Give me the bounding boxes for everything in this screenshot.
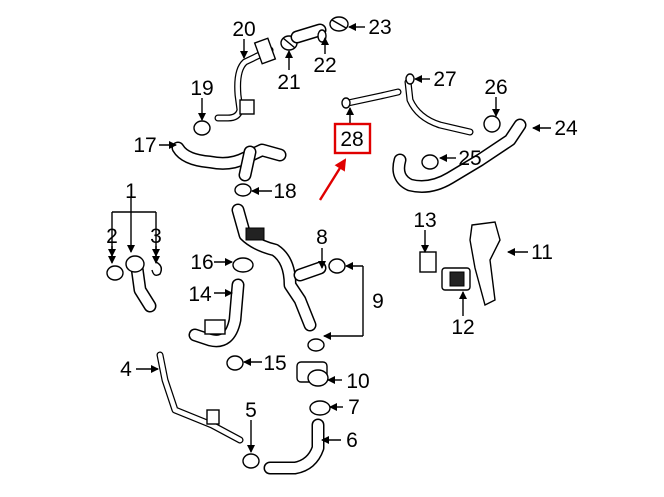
callout-19: 19 (190, 77, 213, 100)
part-19-hose-clamp (193, 120, 211, 136)
callout-21: 21 (277, 71, 300, 94)
callout-16: 16 (190, 251, 213, 274)
callout-5: 5 (245, 399, 257, 422)
callout-20: 20 (232, 18, 255, 41)
callout-4: 4 (120, 358, 132, 381)
callout-18: 18 (273, 180, 296, 203)
highlight-arrow (318, 158, 347, 201)
callout-3: 3 (150, 225, 162, 248)
part-17-radiator-hose (171, 141, 287, 182)
callout-15: 15 (263, 352, 286, 375)
part-22-hose (290, 23, 327, 44)
callout-28: 28 (340, 128, 363, 151)
part-10-auxiliary-water-pump (296, 361, 329, 387)
highlight-box (333, 122, 372, 155)
callout-7: 7 (348, 396, 360, 419)
callout-10: 10 (346, 370, 369, 393)
part-6-coolant-hose (263, 418, 325, 475)
part-14-coolant-hose (188, 278, 245, 348)
callout-26: 26 (484, 76, 507, 99)
part-18-hose-clamp (234, 183, 252, 197)
part-12-control-valve (441, 267, 471, 291)
part-16-hose-clamp (232, 257, 254, 273)
part-23-hose-clamp (329, 16, 349, 32)
leader-lines (108, 23, 551, 453)
callout-6: 6 (346, 429, 358, 452)
callout-12: 12 (451, 316, 474, 339)
callout-13: 13 (413, 209, 436, 232)
part-8-hose-clamp (328, 258, 346, 274)
callout-23: 23 (368, 16, 391, 39)
callout-14: 14 (188, 283, 212, 306)
part-9-hose-clamp (307, 338, 325, 352)
callout-25: 25 (458, 147, 481, 170)
part-24-coolant-hose (392, 118, 527, 193)
callout-22: 22 (313, 54, 336, 77)
part-11-bracket (469, 221, 501, 307)
callout-2: 2 (106, 225, 118, 248)
part-27-28-coolant-pipe (341, 73, 474, 136)
callout-27: 27 (433, 68, 456, 91)
part-13-bracket (419, 251, 437, 273)
callout-1: 1 (125, 180, 137, 203)
part-20-coolant-tube (214, 37, 277, 122)
callout-labels: 1 2 3 4 5 6 7 8 9 10 11 12 13 14 15 16 1… (106, 16, 578, 452)
part-4-coolant-pipe (156, 351, 244, 444)
part-9-coolant-hose (231, 203, 327, 332)
part-5-hose-clamp (242, 453, 260, 469)
part-7-hose-clamp (309, 400, 331, 416)
callout-17: 17 (133, 134, 156, 157)
callout-8: 8 (316, 226, 328, 249)
part-26-hose-clamp (483, 115, 501, 133)
callout-11: 11 (531, 241, 553, 264)
part-1-hose-assembly (106, 255, 163, 313)
callout-9: 9 (372, 290, 384, 313)
part-15-hose-clamp (226, 355, 244, 371)
callout-24: 24 (554, 117, 578, 140)
